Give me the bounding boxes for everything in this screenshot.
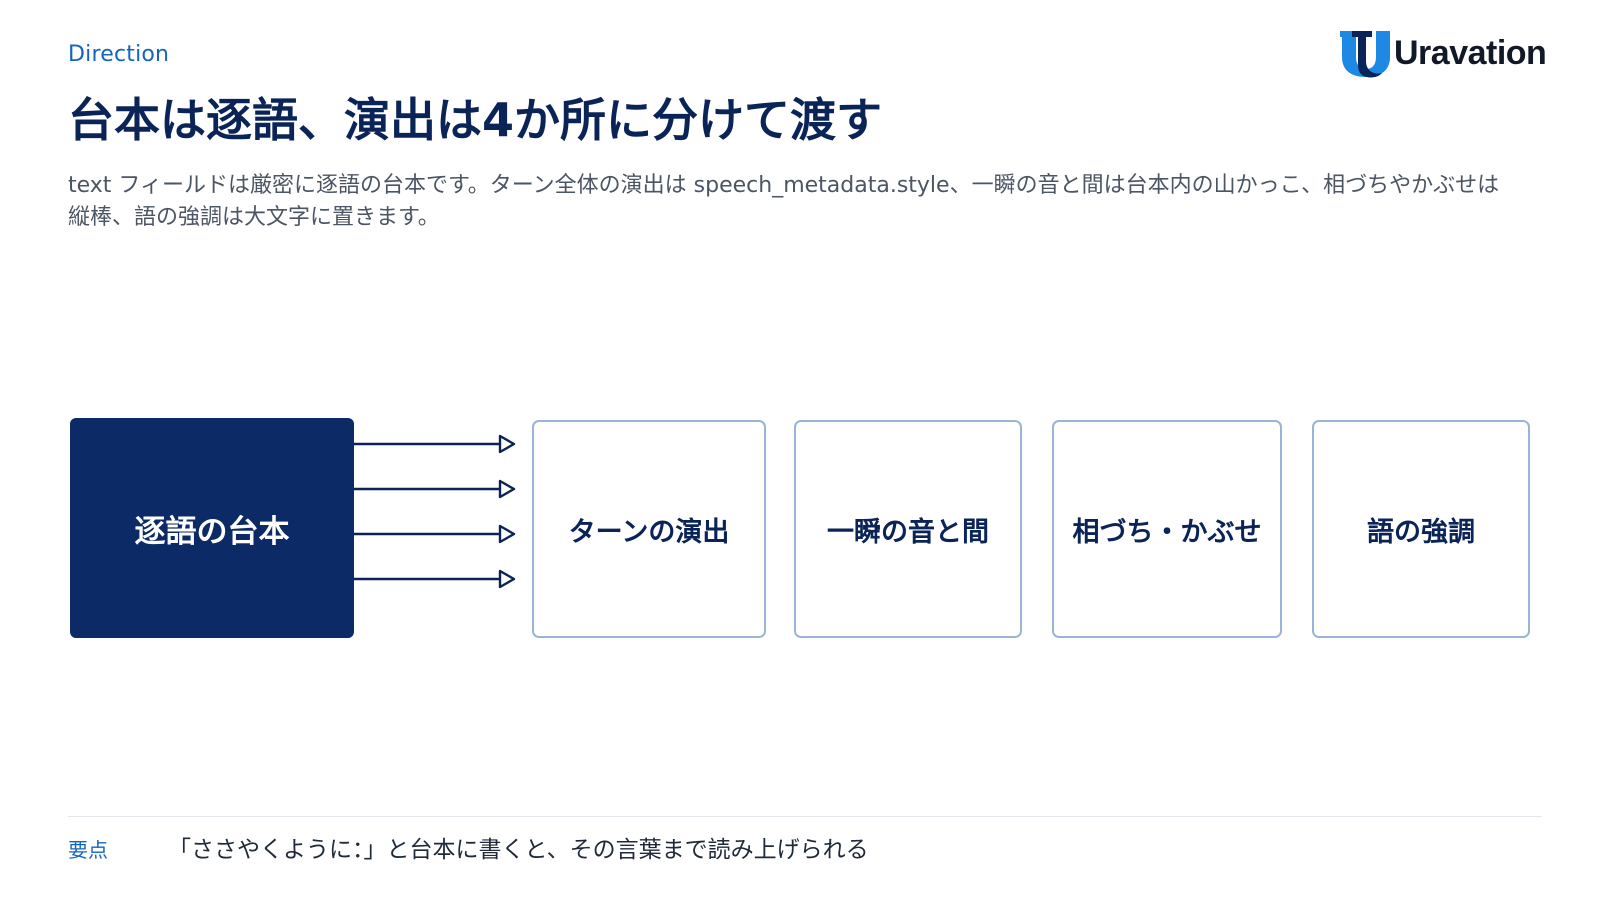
footer-divider: [68, 816, 1542, 817]
arrow-head-2: [498, 479, 516, 499]
target-box-turn-direction: ターンの演出: [532, 420, 766, 638]
target-box-moment-sound: 一瞬の音と間: [794, 420, 1022, 638]
target-label: 相づち・かぶせ: [1072, 516, 1262, 548]
source-label: 逐語の台本: [134, 513, 290, 550]
target-box-emphasis: 語の強調: [1312, 420, 1530, 638]
arrow-head-3: [498, 524, 516, 544]
brand-logo: Uravation: [1338, 26, 1548, 80]
source-box: 逐語の台本: [70, 418, 354, 638]
target-label: 一瞬の音と間: [827, 516, 989, 548]
arrow-head-1: [498, 434, 516, 454]
key-point-text: 「ささやくように：」と台本に書くと、その言葉まで読み上げられる: [168, 837, 869, 863]
arrow-head-4: [498, 569, 516, 589]
fan-out-arrows: [354, 434, 516, 589]
page-title: 台本は逐語、演出は4か所に分けて渡す: [68, 93, 883, 147]
target-label: 語の強調: [1367, 516, 1475, 548]
target-label: ターンの演出: [568, 516, 730, 548]
logo-wordmark: Uravation: [1394, 33, 1547, 72]
section-eyebrow: Direction: [68, 42, 170, 67]
key-point-label: 要点: [68, 838, 108, 862]
direction-diagram: 逐語の台本 ターンの演出 一瞬の音と間 相づち・かぶせ 語の強調: [70, 418, 1540, 642]
target-box-backchannel: 相づち・かぶせ: [1052, 420, 1282, 638]
page-subtitle: text フィールドは厳密に逐語の台本です。ターン全体の演出は speech_m…: [68, 173, 1500, 230]
uravation-logo-icon: [1340, 31, 1390, 78]
